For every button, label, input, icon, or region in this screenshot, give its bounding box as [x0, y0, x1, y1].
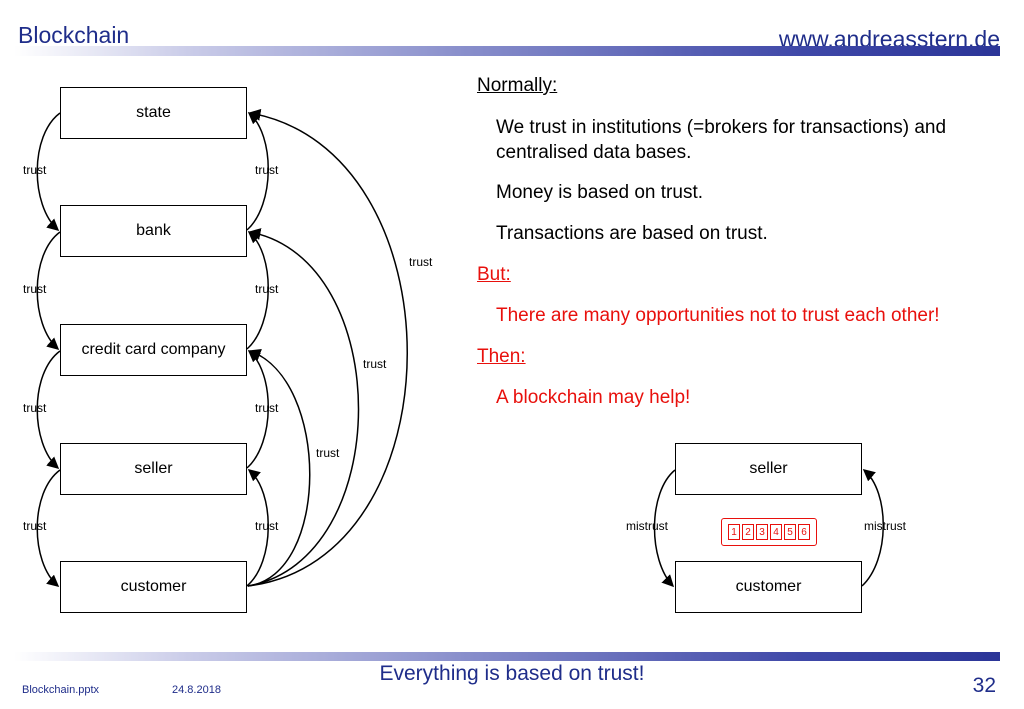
node-state: state	[60, 87, 247, 139]
text-line4: There are many opportunities not to trus…	[496, 305, 940, 326]
node-bank: bank	[60, 205, 247, 257]
arc-seller-customer-left	[36, 469, 61, 587]
trust-label: trust	[255, 163, 279, 177]
trust-label: trust	[23, 401, 47, 415]
block: 5	[784, 524, 796, 540]
arc-bank-ccc-left	[36, 231, 61, 351]
trust-label: trust	[409, 255, 433, 269]
text-line1a: We trust in institutions (=brokers for t…	[496, 117, 947, 138]
node-customer: customer	[60, 561, 247, 613]
block: 6	[798, 524, 810, 540]
text-line2: Money is based on trust.	[496, 182, 703, 203]
trust-label: trust	[23, 282, 47, 296]
normally-heading: Normally:	[477, 75, 558, 96]
arc-seller-customer-mistrust	[653, 469, 676, 588]
arc-customer-seller-mistrust	[861, 469, 884, 587]
trust-label: trust	[316, 446, 340, 460]
footer-gradient-bar	[14, 652, 1000, 661]
text-line1b: centralised data bases.	[496, 142, 692, 163]
node-seller: seller	[60, 443, 247, 495]
arc-customer-state	[247, 108, 408, 587]
node-seller-right: seller	[675, 443, 862, 495]
trust-label: trust	[255, 282, 279, 296]
node-customer-right: customer	[675, 561, 862, 613]
arc-ccc-bank-right	[246, 231, 269, 350]
text-line5: A blockchain may help!	[496, 387, 691, 408]
text-line3: Transactions are based on trust.	[496, 223, 768, 244]
page-number: 32	[972, 674, 996, 697]
footer-date: 24.8.2018	[172, 684, 221, 696]
header-gradient-bar	[14, 46, 1000, 56]
arc-ccc-seller-left	[36, 350, 61, 470]
but-heading: But:	[477, 264, 511, 285]
mistrust-label: mistrust	[864, 519, 906, 533]
footer-tagline: Everything is based on trust!	[379, 662, 645, 685]
slide-title: Blockchain	[18, 22, 130, 48]
block: 3	[756, 524, 768, 540]
arc-bank-state-right	[246, 112, 269, 231]
block: 1	[728, 524, 740, 540]
arc-state-bank-left	[36, 112, 61, 232]
node-credit-card-company: credit card company	[60, 324, 247, 376]
arc-customer-bank	[247, 228, 360, 587]
arc-customer-ccc	[247, 348, 311, 587]
arc-customer-seller-right	[246, 469, 269, 587]
mistrust-label: mistrust	[626, 519, 668, 533]
trust-label: trust	[23, 163, 47, 177]
trust-label: trust	[255, 401, 279, 415]
blockchain-blocks: 1 2 3 4 5 6	[721, 518, 817, 546]
trust-label: trust	[23, 519, 47, 533]
footer-filename: Blockchain.pptx	[22, 684, 100, 696]
trust-label: trust	[363, 357, 387, 371]
block: 4	[770, 524, 782, 540]
block: 2	[742, 524, 754, 540]
trust-label: trust	[255, 519, 279, 533]
then-heading: Then:	[477, 346, 526, 367]
